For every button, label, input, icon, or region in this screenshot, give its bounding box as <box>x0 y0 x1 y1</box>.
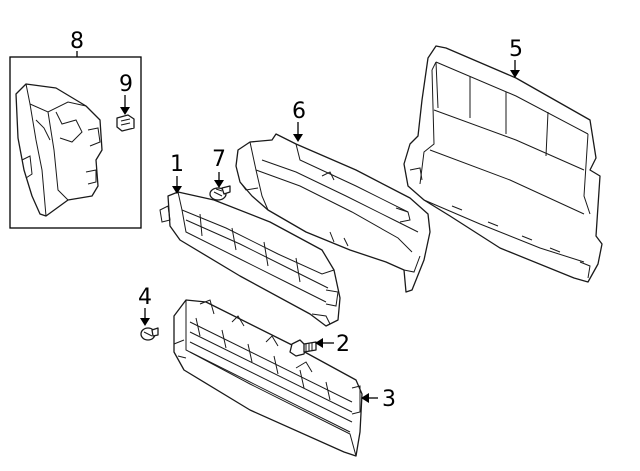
callout-6: 6 <box>292 99 306 124</box>
part-8-detail-box <box>9 51 142 229</box>
callout-1: 1 <box>170 152 184 177</box>
part-4-push-pin[interactable] <box>140 327 159 341</box>
callout-9: 9 <box>119 72 133 97</box>
callout-4: 4 <box>138 285 152 310</box>
callout-3: 3 <box>382 387 396 412</box>
callout-8: 8 <box>70 29 84 54</box>
callout-7: 7 <box>212 147 226 172</box>
leader-lines <box>120 60 520 403</box>
part-5-air-baffle-frame[interactable] <box>403 45 603 283</box>
part-3-lower-shutter[interactable] <box>173 299 363 457</box>
part-7-push-pin[interactable] <box>209 185 231 201</box>
part-8-air-deflector[interactable] <box>15 83 103 217</box>
callout-5: 5 <box>509 37 523 62</box>
part-2-bolt[interactable] <box>289 339 317 357</box>
part-1-upper-shutter[interactable] <box>159 191 341 327</box>
callout-2: 2 <box>336 332 350 357</box>
part-9-clip[interactable] <box>116 114 135 132</box>
part-6-upper-duct[interactable] <box>235 133 431 293</box>
